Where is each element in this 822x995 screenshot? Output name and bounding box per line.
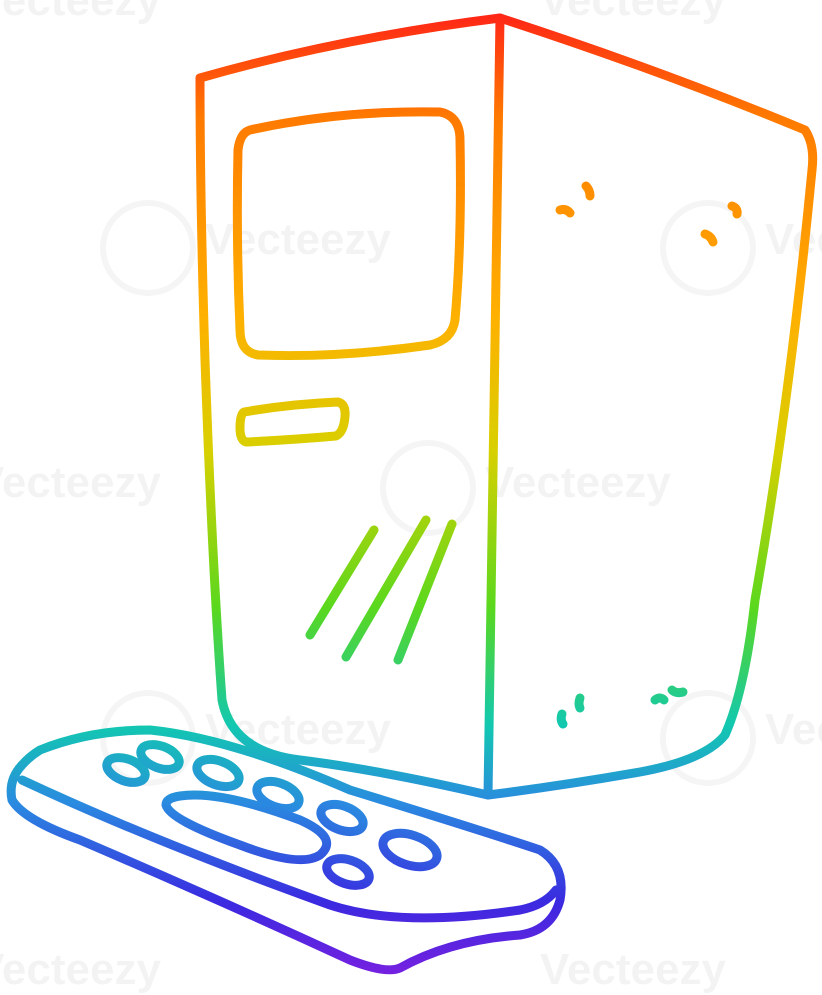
side-detail (581, 181, 595, 201)
glare-line (393, 519, 457, 665)
tower-side-face (483, 13, 818, 800)
side-detail (555, 204, 575, 218)
glare-line (341, 515, 431, 662)
side-detail (667, 685, 688, 698)
watermark-text: Vecteezy (0, 458, 161, 508)
screen (232, 107, 465, 361)
watermark-logo-icon (660, 690, 756, 786)
keyboard-key (378, 828, 442, 872)
watermark-text: Vecteezy (485, 458, 671, 508)
watermark-text: Vecteezy (765, 215, 822, 265)
drive-slot (235, 397, 350, 447)
watermark-text: Vecteezy (765, 705, 822, 755)
watermark-logo-icon (100, 200, 196, 296)
tower-front-face (195, 13, 505, 800)
keyboard-key (192, 754, 244, 792)
side-detail (700, 229, 718, 247)
watermark-text: Vecteezy (540, 0, 726, 26)
side-detail (650, 693, 669, 705)
side-detail (556, 709, 568, 729)
side-detail (574, 693, 585, 713)
keyboard-key (102, 753, 150, 787)
side-detail (727, 201, 742, 219)
keyboard-key (316, 799, 368, 837)
watermark-text: Vecteezy (0, 0, 161, 26)
watermark-logo-icon (660, 200, 756, 296)
keyboard-top-edge (17, 775, 561, 923)
glare-line (305, 525, 379, 640)
keyboard-spacebar (161, 790, 332, 865)
watermark-logo-icon (380, 440, 476, 536)
keyboard-key (322, 854, 374, 890)
keyboard-key (136, 740, 184, 774)
keyboard-body (6, 725, 566, 975)
